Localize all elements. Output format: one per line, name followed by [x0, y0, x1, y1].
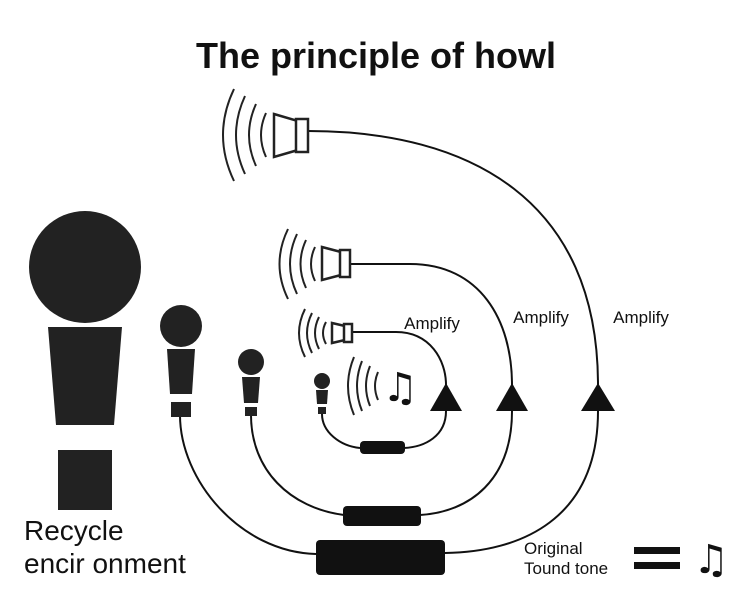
middle-loop-return-wire — [250, 410, 513, 516]
amplify-label-outer: Amplify — [613, 308, 669, 327]
inner-loop-wire — [352, 331, 447, 386]
amplifier-icon — [581, 383, 615, 411]
amplifier-icon — [496, 383, 528, 411]
music-note-icon: ♫ — [693, 537, 729, 583]
microphone-icon — [238, 349, 264, 416]
amplifier-icon — [430, 383, 462, 411]
amplify-label-inner: Amplify — [404, 314, 460, 333]
outer-loop-return-wire — [179, 410, 599, 555]
page-title: The principle of howl — [196, 35, 556, 76]
microphone-icon — [29, 211, 141, 510]
speaker-icon — [320, 245, 352, 282]
sound-wave-icon — [222, 88, 267, 182]
amplify-label-middle: Amplify — [513, 308, 569, 327]
legend-label-line2: Tound tone — [524, 559, 608, 578]
mixer-medium — [343, 506, 421, 526]
music-note-icon: ♫ — [382, 365, 418, 411]
microphone-icon — [314, 373, 330, 414]
sound-wave-icon — [347, 356, 379, 416]
speaker-icon — [272, 112, 310, 159]
microphone-icon — [160, 305, 202, 417]
environment-label-line1: Recycle — [24, 515, 124, 546]
mixer-large — [316, 540, 445, 575]
legend-label-line1: Original — [524, 539, 583, 558]
sound-wave-icon — [298, 308, 327, 358]
middle-loop-wire — [350, 263, 513, 386]
sound-wave-icon — [278, 228, 316, 300]
environment-label-line2: encir onment — [24, 548, 186, 579]
inner-loop-return-wire — [321, 410, 447, 449]
mixer-small — [360, 441, 405, 454]
speaker-icon — [330, 321, 354, 345]
outer-loop-wire — [307, 130, 599, 386]
equals-icon — [634, 547, 680, 569]
